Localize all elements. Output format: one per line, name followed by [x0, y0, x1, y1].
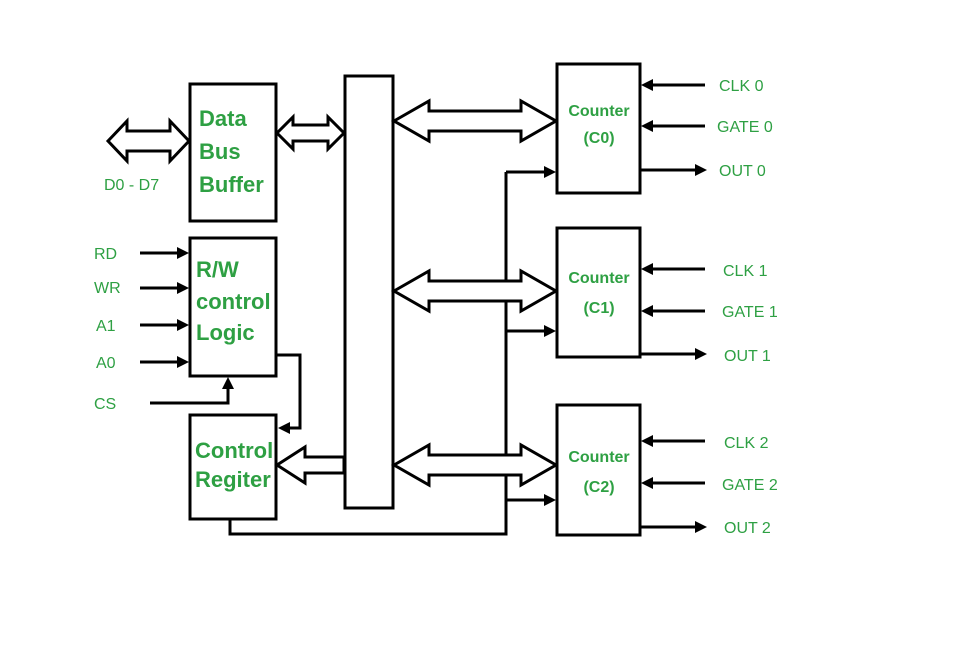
counter-c1-label-2: (C1): [583, 300, 614, 317]
cs-arrowhead: [222, 377, 234, 389]
control-word-line: [228, 172, 508, 536]
counter-c1-label-1: Counter: [568, 270, 629, 287]
data-bus-buffer-label-1: Data: [199, 106, 247, 131]
out1-label: OUT 1: [724, 348, 771, 365]
rw-to-control-register-line: [277, 353, 302, 430]
external-data-bus-arrow: [105, 117, 192, 165]
gate1-arrowhead: [641, 305, 653, 317]
data-bus-buffer-label-3: Buffer: [199, 172, 264, 197]
rw-logic-label-3: Logic: [196, 320, 255, 345]
bus-c2-arrow: [390, 442, 560, 488]
rw-logic-label-2: control: [196, 289, 271, 314]
out2-label: OUT 2: [724, 520, 771, 537]
rw-control-logic-block: [188, 236, 278, 378]
a1-label: A1: [96, 318, 116, 335]
out0-label: OUT 0: [719, 163, 766, 180]
clk0-label: CLK 0: [719, 78, 764, 95]
wr-arrowhead: [177, 282, 189, 294]
a0-arrowhead: [177, 356, 189, 368]
clk1-arrowhead: [641, 263, 653, 275]
out1-arrowhead: [695, 348, 707, 360]
gate2-arrowhead: [641, 477, 653, 489]
a0-label: A0: [96, 355, 116, 372]
rw-logic-label-1: R/W: [196, 257, 239, 282]
counter-c0-label-2: (C0): [583, 130, 614, 147]
counter-c2-block: [555, 403, 642, 537]
gate2-label: GATE 2: [722, 477, 778, 494]
cs-label: CS: [94, 396, 116, 413]
data-bus-buffer-block: [188, 82, 278, 223]
out0-arrowhead: [695, 164, 707, 176]
clk2-label: CLK 2: [724, 435, 769, 452]
bus-c0-arrow: [390, 98, 560, 144]
control-word-arrowhead-c2: [544, 494, 556, 506]
counter-c2-label-1: Counter: [568, 449, 629, 466]
a1-arrowhead: [177, 319, 189, 331]
internal-bus: [343, 74, 395, 510]
control-register-label-2: Regiter: [195, 467, 271, 492]
counter-c0-label-1: Counter: [568, 103, 629, 120]
clk0-arrowhead: [641, 79, 653, 91]
clk1-label: CLK 1: [723, 263, 768, 280]
wr-label: WR: [94, 280, 121, 297]
control-register-label-1: Control: [195, 438, 273, 463]
data-bus-buffer-label-2: Bus: [199, 139, 241, 164]
counter-c0-block: [555, 62, 642, 195]
counter-c1-block: [555, 226, 642, 359]
control-word-arrowhead-c1: [544, 325, 556, 337]
gate0-label: GATE 0: [717, 119, 773, 136]
gate0-arrowhead: [641, 120, 653, 132]
rw-to-control-register-arrowhead: [278, 422, 290, 434]
buffer-internal-bus-arrow: [274, 113, 347, 153]
bus-c1-arrow: [390, 268, 560, 314]
out2-arrowhead: [695, 521, 707, 533]
control-word-arrowhead-c0: [544, 166, 556, 178]
counter-c2-label-2: (C2): [583, 479, 614, 496]
data-pins-label: D0 - D7: [104, 177, 159, 194]
control-register-block: [188, 413, 278, 521]
rd-arrowhead: [177, 247, 189, 259]
gate1-label: GATE 1: [722, 304, 778, 321]
cs-line: [150, 388, 230, 405]
rd-label: RD: [94, 246, 117, 263]
clk2-arrowhead: [641, 435, 653, 447]
bus-to-control-register-arrow: [274, 444, 346, 486]
